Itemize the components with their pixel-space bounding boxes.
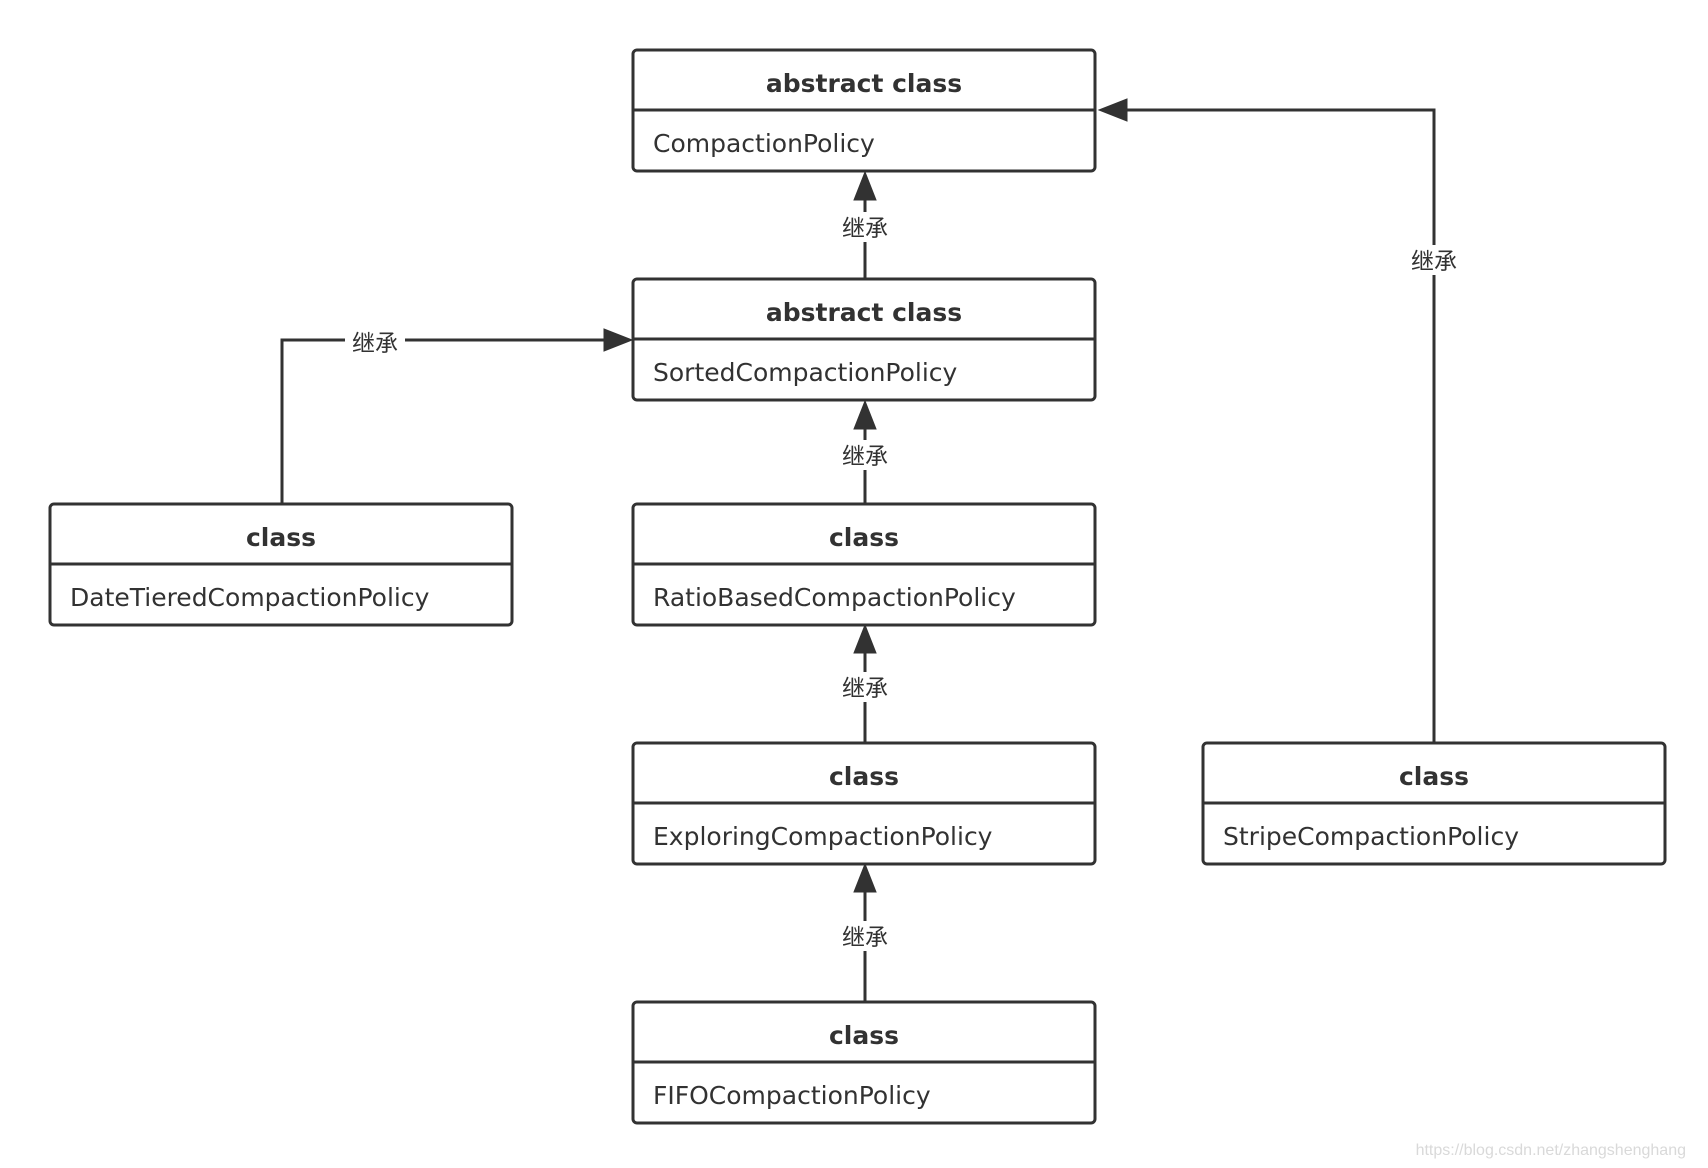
arrowhead-icon	[853, 170, 877, 201]
watermark-text: https://blog.csdn.net/zhangshenghang	[1415, 1142, 1686, 1159]
class-name-label: StripeCompactionPolicy	[1223, 822, 1519, 851]
class-box-date-tiered-compaction-policy[interactable]: class DateTieredCompactionPolicy	[48, 502, 514, 627]
class-stereotype-label: abstract class	[766, 69, 962, 98]
inheritance-edge-stripe-to-compaction: 继承	[1097, 98, 1464, 742]
inheritance-edge-sorted-to-compaction: 继承	[836, 170, 894, 278]
edge-label: 继承	[842, 444, 888, 470]
arrowhead-icon	[1097, 98, 1128, 122]
class-name-label: ExploringCompactionPolicy	[653, 822, 993, 851]
class-stereotype-label: abstract class	[766, 298, 962, 327]
inheritance-edge-exploring-to-ratio: 继承	[836, 623, 894, 742]
edge-label: 继承	[842, 925, 888, 951]
class-name-label: FIFOCompactionPolicy	[653, 1081, 931, 1110]
class-stereotype-label: class	[1399, 762, 1469, 791]
arrowhead-icon	[853, 399, 877, 430]
class-name-label: CompactionPolicy	[653, 129, 875, 158]
arrowhead-icon	[853, 623, 877, 654]
inheritance-edge-datetiered-to-sorted: 继承	[280, 327, 634, 503]
class-name-label: DateTieredCompactionPolicy	[70, 583, 430, 612]
class-box-sorted-compaction-policy[interactable]: abstract class SortedCompactionPolicy	[631, 277, 1097, 402]
edge-label: 继承	[1411, 249, 1457, 275]
arrowhead-icon	[603, 328, 634, 352]
class-stereotype-label: class	[246, 523, 316, 552]
class-box-ratio-based-compaction-policy[interactable]: class RatioBasedCompactionPolicy	[631, 502, 1097, 627]
edge-label: 继承	[842, 216, 888, 242]
class-name-label: RatioBasedCompactionPolicy	[653, 583, 1016, 612]
inheritance-edge-fifo-to-exploring: 继承	[836, 862, 894, 1001]
edge-label: 继承	[352, 331, 398, 357]
class-box-exploring-compaction-policy[interactable]: class ExploringCompactionPolicy	[631, 741, 1097, 866]
edge-label: 继承	[842, 676, 888, 702]
inheritance-edge-ratio-to-sorted: 继承	[836, 399, 894, 503]
class-box-fifo-compaction-policy[interactable]: class FIFOCompactionPolicy	[631, 1000, 1097, 1125]
class-box-stripe-compaction-policy[interactable]: class StripeCompactionPolicy	[1201, 741, 1667, 866]
class-stereotype-label: class	[829, 523, 899, 552]
arrowhead-icon	[853, 862, 877, 893]
class-name-label: SortedCompactionPolicy	[653, 358, 958, 387]
class-stereotype-label: class	[829, 1021, 899, 1050]
class-box-compaction-policy[interactable]: abstract class CompactionPolicy	[631, 48, 1097, 173]
class-stereotype-label: class	[829, 762, 899, 791]
